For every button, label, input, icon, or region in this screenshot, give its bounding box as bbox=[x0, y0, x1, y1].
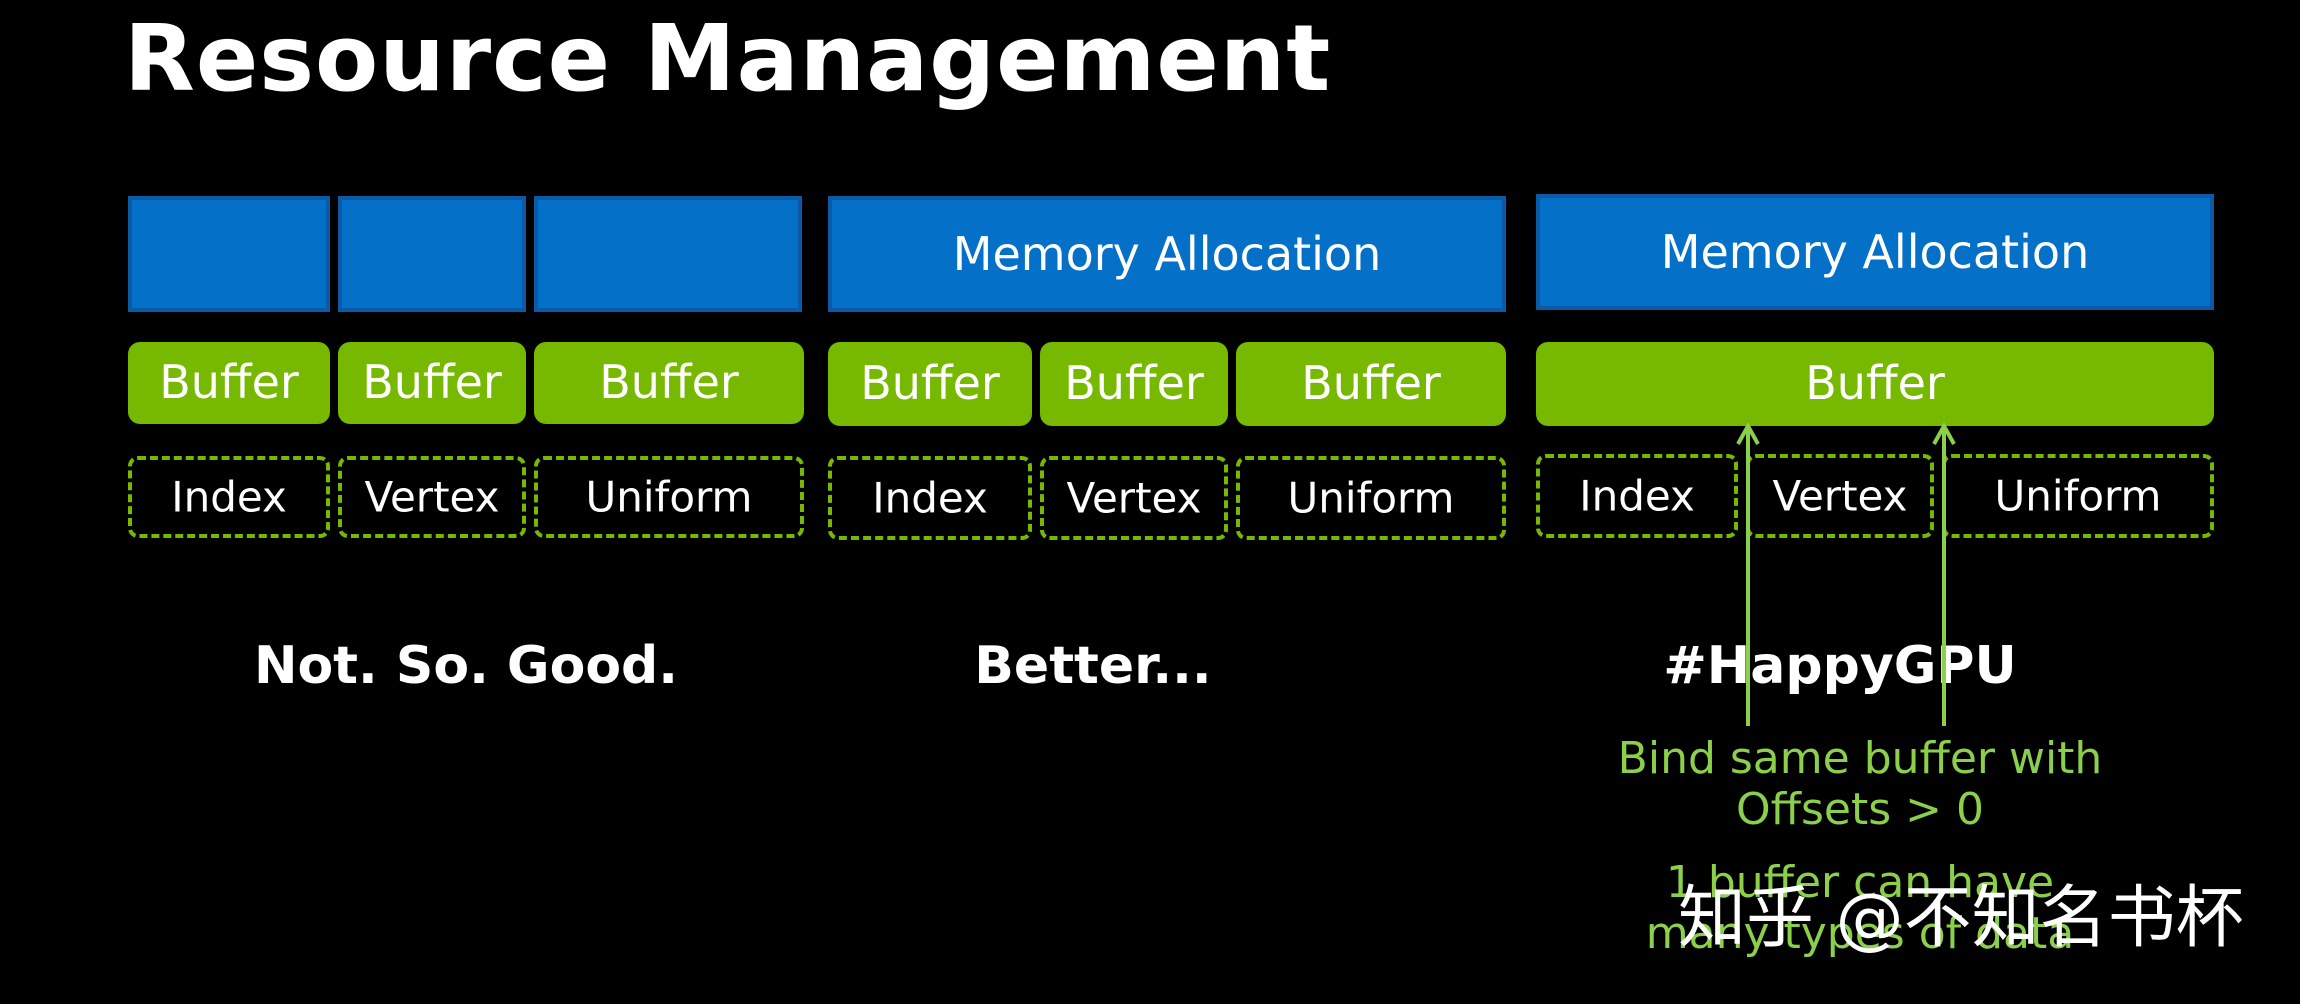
data-type-label: Uniform bbox=[585, 472, 753, 522]
buffer-label: Buffer bbox=[159, 354, 299, 409]
slide-title: Resource Management bbox=[124, 5, 1332, 112]
data-type-label: Uniform bbox=[1287, 473, 1455, 523]
data-type-block: Index bbox=[1536, 454, 1738, 538]
buffer-label: Buffer bbox=[860, 355, 1000, 410]
buffer-block: Buffer bbox=[828, 342, 1032, 426]
data-type-block: Uniform bbox=[1942, 454, 2214, 538]
data-type-block: Vertex bbox=[338, 456, 526, 538]
buffer-block: Buffer bbox=[1236, 342, 1506, 426]
data-type-label: Index bbox=[872, 473, 988, 523]
buffer-block: Buffer bbox=[1536, 342, 2214, 426]
data-type-label: Vertex bbox=[1066, 473, 1202, 523]
data-types-note: 1 buffer can have many types of data bbox=[1645, 857, 2075, 959]
memory-block bbox=[534, 196, 802, 312]
memory-allocation-block: Memory Allocation bbox=[1536, 194, 2214, 310]
data-type-block: Uniform bbox=[1236, 456, 1506, 540]
data-type-label: Index bbox=[171, 472, 287, 522]
buffer-block: Buffer bbox=[128, 342, 330, 424]
memory-block bbox=[128, 196, 330, 312]
buffer-block: Buffer bbox=[534, 342, 804, 424]
arrow-head-icon bbox=[1736, 421, 1760, 445]
data-type-label: Vertex bbox=[364, 472, 500, 522]
memory-allocation-label: Memory Allocation bbox=[1660, 225, 2090, 279]
buffer-label: Buffer bbox=[1805, 355, 1945, 410]
group-caption: Better... bbox=[974, 636, 1212, 696]
buffer-label: Buffer bbox=[1301, 355, 1441, 410]
buffer-block: Buffer bbox=[338, 342, 526, 424]
data-type-block: Index bbox=[128, 456, 330, 538]
data-type-label: Index bbox=[1579, 471, 1695, 521]
memory-allocation-block: Memory Allocation bbox=[828, 196, 1506, 312]
data-type-block: Index bbox=[828, 456, 1032, 540]
data-type-block: Uniform bbox=[534, 456, 804, 538]
buffer-label: Buffer bbox=[1064, 355, 1204, 410]
buffer-label: Buffer bbox=[599, 354, 739, 409]
memory-allocation-label: Memory Allocation bbox=[952, 227, 1382, 281]
group-caption: Not. So. Good. bbox=[253, 636, 679, 696]
arrow-head-icon bbox=[1932, 421, 1956, 445]
buffer-block: Buffer bbox=[1040, 342, 1228, 426]
buffer-label: Buffer bbox=[362, 354, 502, 409]
memory-block bbox=[338, 196, 526, 312]
watermark: 知乎 @不知名书杯 bbox=[1678, 879, 2244, 958]
offsets-note: Bind same buffer with Offsets > 0 bbox=[1617, 733, 2103, 835]
data-type-block: Vertex bbox=[1746, 454, 1934, 538]
data-type-label: Uniform bbox=[1994, 471, 2162, 521]
data-type-block: Vertex bbox=[1040, 456, 1228, 540]
group-caption: #HappyGPU bbox=[1663, 636, 2017, 696]
data-type-label: Vertex bbox=[1772, 471, 1908, 521]
